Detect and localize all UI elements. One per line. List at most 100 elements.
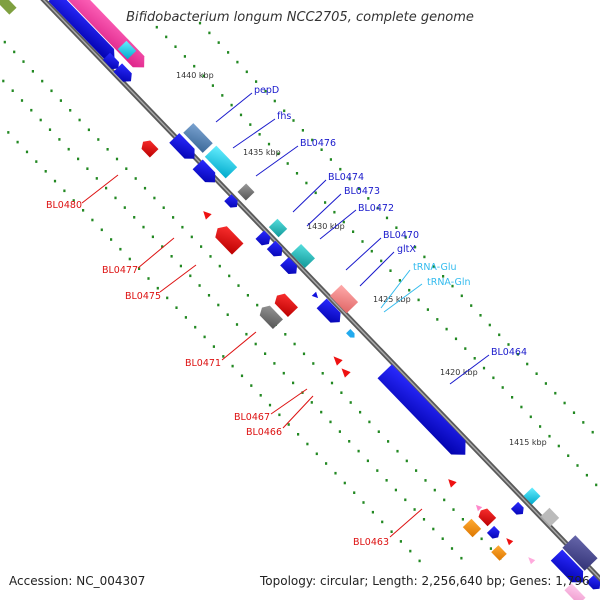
tick-dot <box>240 374 244 378</box>
tick-dot <box>443 498 446 502</box>
tick-dot <box>53 179 57 183</box>
tick-dot <box>245 332 248 336</box>
tick-dot <box>404 498 407 502</box>
tick-dot <box>217 303 220 307</box>
feature-orange <box>462 518 482 538</box>
tick-dot <box>172 216 175 219</box>
tick-dot <box>13 50 16 54</box>
tick-dot <box>31 70 34 73</box>
tick-dot <box>22 60 25 63</box>
tick-dot <box>572 411 576 414</box>
feature-cyan-2 <box>523 487 541 505</box>
tick-dot <box>254 342 257 346</box>
tick-dot <box>282 371 285 375</box>
tick-dot <box>246 294 249 297</box>
tick-dot <box>287 423 290 426</box>
feature-bl0464 <box>377 364 466 455</box>
tick-dot <box>67 147 70 151</box>
tick-dot <box>166 296 169 300</box>
kbp-tick-label: 1425 kbp <box>373 295 411 304</box>
tick-dot <box>339 167 342 171</box>
tick-dot <box>311 138 314 142</box>
tick-dot <box>175 306 178 309</box>
tick-dot <box>405 459 408 463</box>
gene-label-bl0480: BL0480 <box>46 200 82 211</box>
tick-dot <box>520 405 523 409</box>
tick-dot <box>585 473 588 477</box>
feature-blue-fwd-8 <box>510 501 524 515</box>
tick-dot <box>273 362 276 365</box>
tick-dot <box>119 247 122 251</box>
tick-dot <box>357 187 361 190</box>
tick-dot <box>357 449 360 453</box>
tick-dot <box>366 459 369 463</box>
feature-red-2 <box>478 508 497 527</box>
tick-dot <box>480 537 483 541</box>
tick-dot <box>338 430 341 433</box>
tick-dot <box>418 559 421 563</box>
tick-dot <box>343 481 346 485</box>
tick-dot <box>464 347 467 350</box>
feature-blue-small-2 <box>113 63 132 82</box>
tick-dot <box>147 277 150 280</box>
tick-dot <box>143 186 147 190</box>
tick-dot <box>193 64 196 68</box>
feature-orange-2 <box>491 545 507 561</box>
tick-dot <box>488 323 491 327</box>
tick-dot <box>209 255 212 258</box>
gene-label-gltx: gltX <box>397 244 416 255</box>
tick-dot <box>352 230 355 233</box>
tick-dot <box>414 245 417 249</box>
tick-dot <box>208 31 211 35</box>
tick-dot <box>292 119 295 122</box>
tick-dot <box>218 264 221 268</box>
tick-dot <box>2 79 5 83</box>
kbp-tick-label: 1440 kbp <box>176 71 214 80</box>
tick-dot <box>333 210 336 214</box>
feature-cyan-1 <box>117 40 137 60</box>
tick-dot <box>278 413 281 417</box>
tick-dot <box>228 274 231 278</box>
tick-dot <box>492 376 495 380</box>
tick-dot <box>454 337 458 341</box>
tick-dot <box>39 118 42 122</box>
tick-dot <box>95 177 98 180</box>
gene-label-bl0467: BL0467 <box>234 412 270 423</box>
tick-dot <box>473 357 476 360</box>
tick-dot <box>376 206 379 210</box>
tick-dot <box>231 364 234 368</box>
tick-dot <box>381 520 384 524</box>
tick-dot <box>394 488 397 492</box>
tick-dot <box>334 471 337 475</box>
feature-blue-long-1 <box>48 0 115 60</box>
feature-blue-small-3 <box>224 194 238 208</box>
tick-dot <box>595 483 598 487</box>
tick-dot <box>404 236 407 239</box>
tick-dot <box>315 452 318 456</box>
feature-bl0475 <box>215 226 244 255</box>
tick-dot <box>526 362 529 366</box>
tick-dot <box>441 537 444 540</box>
gene-label-bl0476: BL0476 <box>300 138 336 149</box>
tick-dot <box>255 80 258 83</box>
tick-dot <box>321 372 324 375</box>
tick-dot <box>259 394 262 397</box>
tick-dot <box>138 267 141 270</box>
tick-dot <box>320 148 323 151</box>
tick-dot <box>413 508 416 511</box>
tick-dot <box>256 303 259 307</box>
tick-dot-rows <box>2 21 598 563</box>
tick-dot <box>563 401 566 405</box>
feature-lightpink <box>564 583 586 600</box>
tick-dot <box>63 189 66 193</box>
feature-pink-3 <box>528 557 536 565</box>
kbp-tick-label: 1430 kbp <box>307 222 345 231</box>
tick-dot <box>511 396 514 399</box>
tick-dot <box>445 327 448 331</box>
tick-dot <box>390 530 393 533</box>
tick-dot <box>165 35 168 39</box>
feature-red-small-1 <box>448 479 457 488</box>
